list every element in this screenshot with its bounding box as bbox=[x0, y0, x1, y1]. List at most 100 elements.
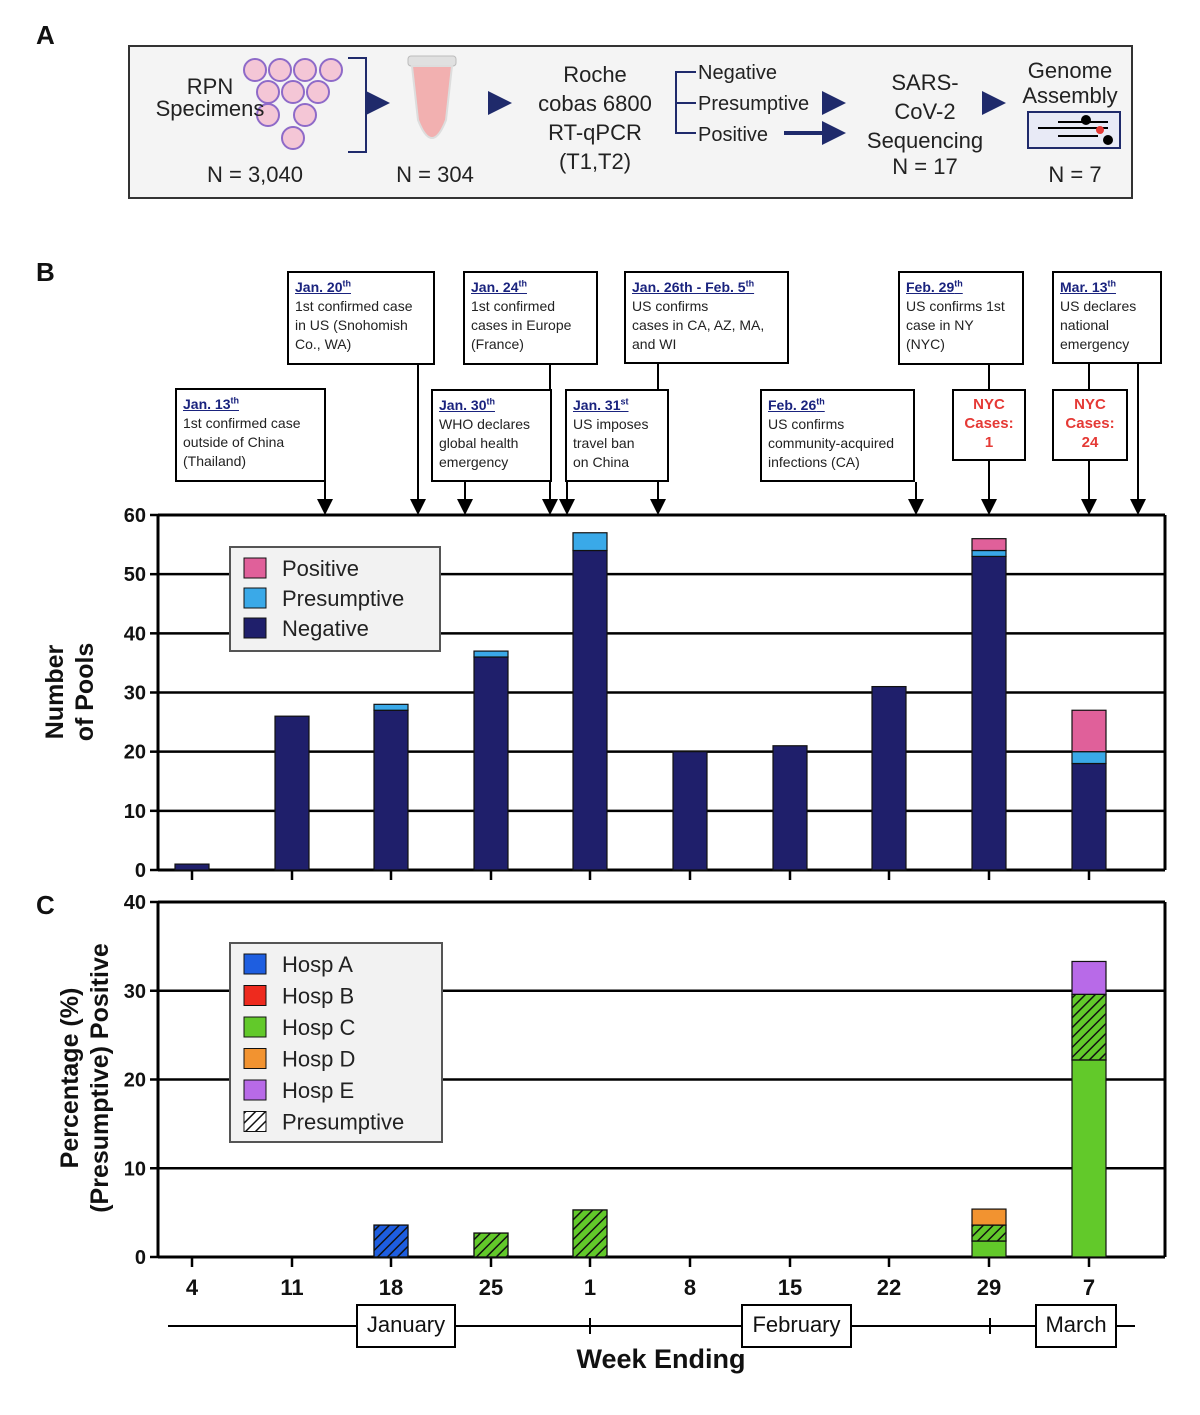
legend-negative-swatch bbox=[243, 617, 267, 639]
legend-presumptive-hatch bbox=[243, 1111, 267, 1132]
bar-negative bbox=[174, 863, 210, 871]
legend-hosp-a-label: Hosp A bbox=[282, 952, 353, 977]
bar-presumptive bbox=[373, 703, 409, 711]
specimen-circle bbox=[293, 103, 317, 127]
assembly-count: N = 7 bbox=[1048, 162, 1102, 187]
x-tick-label: 8 bbox=[684, 1275, 696, 1300]
x-tick-label: 25 bbox=[479, 1275, 503, 1300]
panel-letter-a: A bbox=[36, 20, 55, 50]
legend-presumptive-label: Presumptive bbox=[282, 586, 404, 611]
bar-negative bbox=[871, 685, 907, 871]
legend-hosp-e-label: Hosp E bbox=[282, 1078, 354, 1103]
legend-hosp-b-label: Hosp B bbox=[282, 984, 354, 1009]
legend-presumptive-swatch bbox=[243, 587, 267, 609]
specimen-circle bbox=[243, 58, 267, 82]
bar-hosp-e bbox=[1071, 960, 1107, 995]
x-tick-label: 7 bbox=[1083, 1275, 1095, 1300]
y-axis-label: Numberof Pools bbox=[41, 643, 99, 742]
bar-hosp-c bbox=[1071, 1059, 1107, 1258]
specimen-circle bbox=[319, 58, 343, 82]
y-tick-label: 50 bbox=[124, 564, 146, 586]
legend-hosp-c-label: Hosp C bbox=[282, 1015, 355, 1040]
assembly-label: Genome Assembly bbox=[1022, 58, 1118, 108]
bar-hosp-d bbox=[971, 1208, 1007, 1226]
bar-negative bbox=[971, 555, 1007, 871]
legend-c-frame bbox=[229, 942, 443, 1143]
bar-presumptive bbox=[971, 549, 1007, 558]
y-tick-label: 0 bbox=[135, 1247, 146, 1269]
pools-count: N = 304 bbox=[396, 162, 474, 187]
bar-hosp-c bbox=[971, 1240, 1007, 1258]
y-tick-label: 40 bbox=[124, 623, 146, 645]
legend-negative-label: Negative bbox=[282, 616, 369, 641]
bar-presumptive bbox=[473, 650, 509, 658]
bar-hosp-c-presumptive-hatch bbox=[1071, 993, 1107, 1061]
specimen-circle bbox=[281, 126, 305, 150]
legend-positive-swatch bbox=[243, 557, 267, 579]
x-tick-label: 22 bbox=[877, 1275, 901, 1300]
legend-c: Hosp A Hosp B Hosp C Hosp D Hosp E Presumptiv… bbox=[229, 942, 443, 1143]
bar-hosp-a-presumptive-hatch bbox=[373, 1224, 409, 1258]
month-march: March bbox=[1035, 1304, 1117, 1348]
outcome-negative: Negative bbox=[698, 62, 777, 84]
flow-arrows bbox=[366, 91, 1006, 145]
specimen-circle bbox=[281, 80, 305, 104]
y-tick-label: 10 bbox=[124, 1158, 146, 1180]
x-tick-label: 4 bbox=[186, 1275, 199, 1300]
y-tick-label: 40 bbox=[124, 892, 146, 914]
panel-letter-c: C bbox=[36, 890, 55, 920]
specimen-circle bbox=[293, 58, 317, 82]
bar-hosp-c-presumptive-hatch bbox=[971, 1224, 1007, 1242]
y-tick-label: 0 bbox=[135, 860, 146, 882]
legend-hosp-d-label: Hosp D bbox=[282, 1047, 355, 1072]
y-tick-label: 60 bbox=[124, 505, 146, 527]
bar-presumptive bbox=[572, 532, 608, 552]
month-january: January bbox=[356, 1304, 456, 1348]
outcome-bracket bbox=[675, 71, 696, 134]
assay-label: Roche cobas 6800 RT-qPCR (T1,T2) bbox=[538, 62, 652, 174]
x-tick-label: 18 bbox=[379, 1275, 403, 1300]
legend-positive-label: Positive bbox=[282, 556, 359, 581]
panel-letter-b: B bbox=[36, 257, 55, 287]
tube-icon bbox=[407, 55, 457, 139]
legend-hosp-a-swatch bbox=[243, 953, 267, 975]
x-axis-label: Week Ending bbox=[576, 1344, 745, 1374]
x-tick-label: 29 bbox=[977, 1275, 1001, 1300]
month-february: February bbox=[741, 1304, 852, 1348]
nyc-cases-feb29: NYC Cases: 1 bbox=[952, 389, 1026, 461]
legend-hosp-c-swatch bbox=[243, 1016, 267, 1038]
bar-negative bbox=[572, 549, 608, 871]
outcome-presumptive: Presumptive bbox=[698, 93, 809, 115]
outcome-positive: Positive bbox=[698, 124, 768, 146]
y-tick-label: 20 bbox=[124, 742, 146, 764]
bar-positive bbox=[971, 538, 1007, 552]
bar-negative bbox=[473, 656, 509, 871]
bar-negative bbox=[672, 751, 708, 871]
specimen-circle bbox=[306, 80, 330, 104]
bar-hosp-c-presumptive-hatch bbox=[473, 1232, 509, 1258]
bar-negative bbox=[373, 709, 409, 871]
specimens-label: RPN Specimens bbox=[155, 74, 265, 121]
specimens-count: N = 3,040 bbox=[206, 162, 303, 187]
bar-negative bbox=[772, 745, 808, 871]
sequencing-label: SARS- CoV-2 Sequencing bbox=[866, 70, 984, 153]
bar-hosp-c-presumptive-hatch bbox=[572, 1209, 608, 1258]
legend-presumptive-label: Presumptive bbox=[282, 1110, 404, 1135]
genome-assembly-icon bbox=[1027, 111, 1121, 149]
bar-negative bbox=[1071, 762, 1107, 871]
bar-positive bbox=[1071, 709, 1107, 753]
x-tick-label: 11 bbox=[280, 1275, 303, 1300]
x-tick-label: 15 bbox=[778, 1275, 802, 1300]
y-tick-label: 10 bbox=[124, 801, 146, 823]
